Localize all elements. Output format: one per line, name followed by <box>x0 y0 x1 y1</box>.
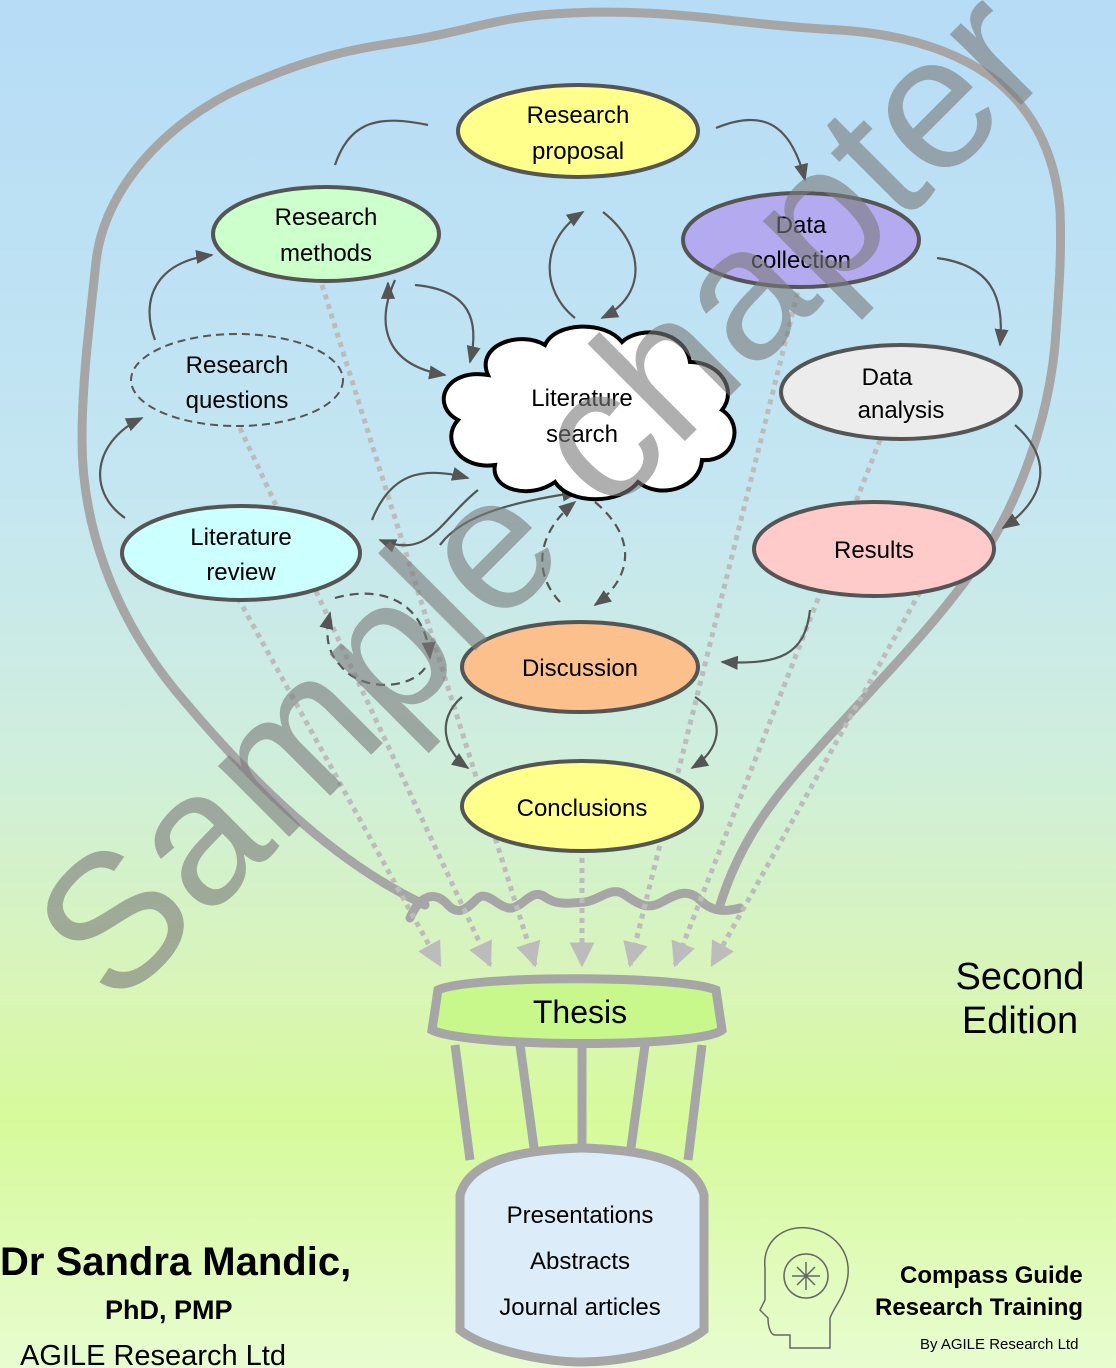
thesis-banner <box>427 974 727 1048</box>
node-label: search <box>546 421 618 448</box>
node-label: Literature <box>531 385 632 412</box>
node-label: Discussion <box>522 655 638 682</box>
compass-head-logo <box>759 1226 849 1349</box>
output-item: Journal articles <box>499 1294 660 1321</box>
edition-line: Edition <box>961 1000 1079 1042</box>
node-research-methods: Research methods <box>211 185 441 283</box>
edition-label: Second Edition <box>930 955 1110 1043</box>
edition-line: Second <box>955 956 1085 998</box>
dotted-path <box>709 590 923 968</box>
basket-ropes <box>450 1044 707 1161</box>
node-data-collection: Data collection <box>681 191 921 289</box>
series-title-line1: Compass Guide <box>900 1262 1083 1289</box>
output-item: Abstracts <box>530 1248 630 1275</box>
node-label: methods <box>280 240 372 267</box>
thesis-label: Thesis <box>533 994 627 1030</box>
dotted-path <box>237 426 493 968</box>
node-label: Research <box>527 102 630 129</box>
node-research-questions: Research questions <box>130 333 344 427</box>
author-name: Dr Sandra Mandic, <box>0 1240 352 1284</box>
node-label: Results <box>834 537 914 564</box>
node-label: Research <box>186 352 289 379</box>
output-item: Presentations <box>507 1202 654 1229</box>
node-label: questions <box>186 387 289 414</box>
author-organisation: AGILE Research Ltd <box>20 1340 286 1368</box>
node-label: Literature <box>190 524 291 551</box>
node-label: collection <box>751 247 851 274</box>
node-data-analysis: Data analysis <box>779 343 1023 441</box>
node-label: Data <box>862 364 913 391</box>
dotted-path <box>319 284 541 968</box>
output-basket <box>455 1143 709 1367</box>
process-arrows <box>99 118 1042 770</box>
node-label: Research <box>275 204 378 231</box>
dashed-arrows <box>319 500 627 686</box>
node-results: Results <box>752 500 996 598</box>
node-literature-review: Literature review <box>120 504 362 602</box>
dotted-path <box>623 282 803 968</box>
node-label: Data <box>776 212 827 239</box>
node-research-proposal: Research proposal <box>456 83 700 179</box>
node-label: Conclusions <box>517 795 648 822</box>
series-byline: By AGILE Research Ltd <box>920 1336 1079 1353</box>
node-label: review <box>206 559 276 586</box>
node-label: analysis <box>858 397 945 424</box>
node-discussion: Discussion <box>460 620 700 714</box>
node-conclusions: Conclusions <box>460 759 704 853</box>
node-literature-search: Literature search <box>441 324 737 502</box>
series-title-line2: Research Training <box>875 1294 1084 1321</box>
node-label: proposal <box>532 138 624 165</box>
author-credentials: PhD, PMP <box>105 1295 233 1325</box>
